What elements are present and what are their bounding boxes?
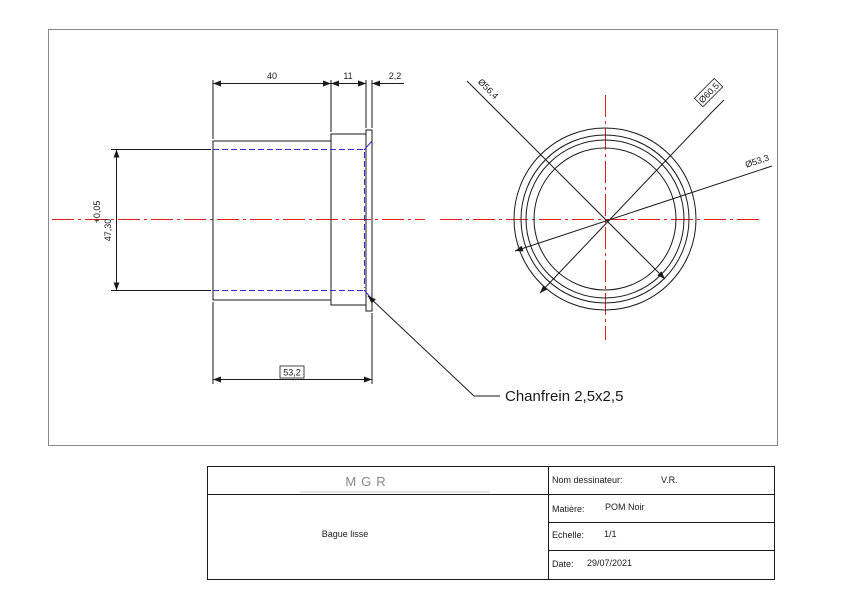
dim-text-overall: 53,2 — [283, 368, 301, 378]
bore-circle — [533, 147, 677, 291]
drafter-value: V.R. — [661, 475, 678, 485]
outer-circle — [513, 127, 697, 311]
dim-line-d56 — [466, 80, 666, 280]
dim-line-d60 — [539, 111, 713, 294]
middle-circle — [520, 134, 690, 304]
scale-value: 1/1 — [604, 529, 617, 539]
date-value: 29/07/2021 — [587, 558, 632, 568]
dim-box-d60 — [693, 77, 724, 108]
dim-text-d53: Ø53,3 — [744, 153, 770, 170]
date-label: Date: — [552, 559, 574, 569]
material-value: POM Noir — [605, 502, 645, 512]
chamfer-note: Chanfrein 2,5x2,5 — [505, 388, 623, 405]
front-view: Ø56,4 Ø60,5 Ø53,3 — [440, 77, 773, 340]
bushing-flange — [365, 129, 373, 312]
scale-label: Echelle: — [552, 530, 584, 540]
bushing-body — [212, 140, 332, 301]
dim-text-40: 40 — [267, 71, 277, 81]
dim-box-overall — [279, 365, 305, 379]
chamfer-circle — [525, 139, 685, 299]
chamfer-leader — [367, 295, 500, 397]
material-label: Matière: — [552, 504, 585, 514]
title-block: MGR Bague lisse Nom dessinateur: V.R. Ma… — [207, 466, 775, 580]
part-name: Bague lisse — [322, 529, 369, 539]
dim-text-11: 11 — [343, 71, 352, 81]
hidden-chamfer-bottom — [363, 289, 373, 300]
dim-line-d60-tail — [711, 99, 725, 113]
hidden-chamfer-top — [363, 140, 373, 151]
side-view: 40 11 2,2 +0,05 47,30 53,2 Chanfrein 2,5… — [52, 71, 623, 405]
dim-text-2-2: 2,2 — [389, 71, 402, 81]
dim-text-d56: Ø56,4 — [476, 77, 500, 101]
dim-line-d53 — [514, 165, 773, 252]
drawing-frame — [48, 29, 778, 446]
company-logo: MGR — [345, 474, 390, 489]
dim-text-d60: Ø60,5 — [697, 81, 721, 105]
drafter-label: Nom dessinateur: — [552, 475, 623, 485]
dim-text-bore: 47,30 — [103, 219, 113, 242]
dim-text-bore-tolerance: +0,05 — [92, 201, 102, 224]
